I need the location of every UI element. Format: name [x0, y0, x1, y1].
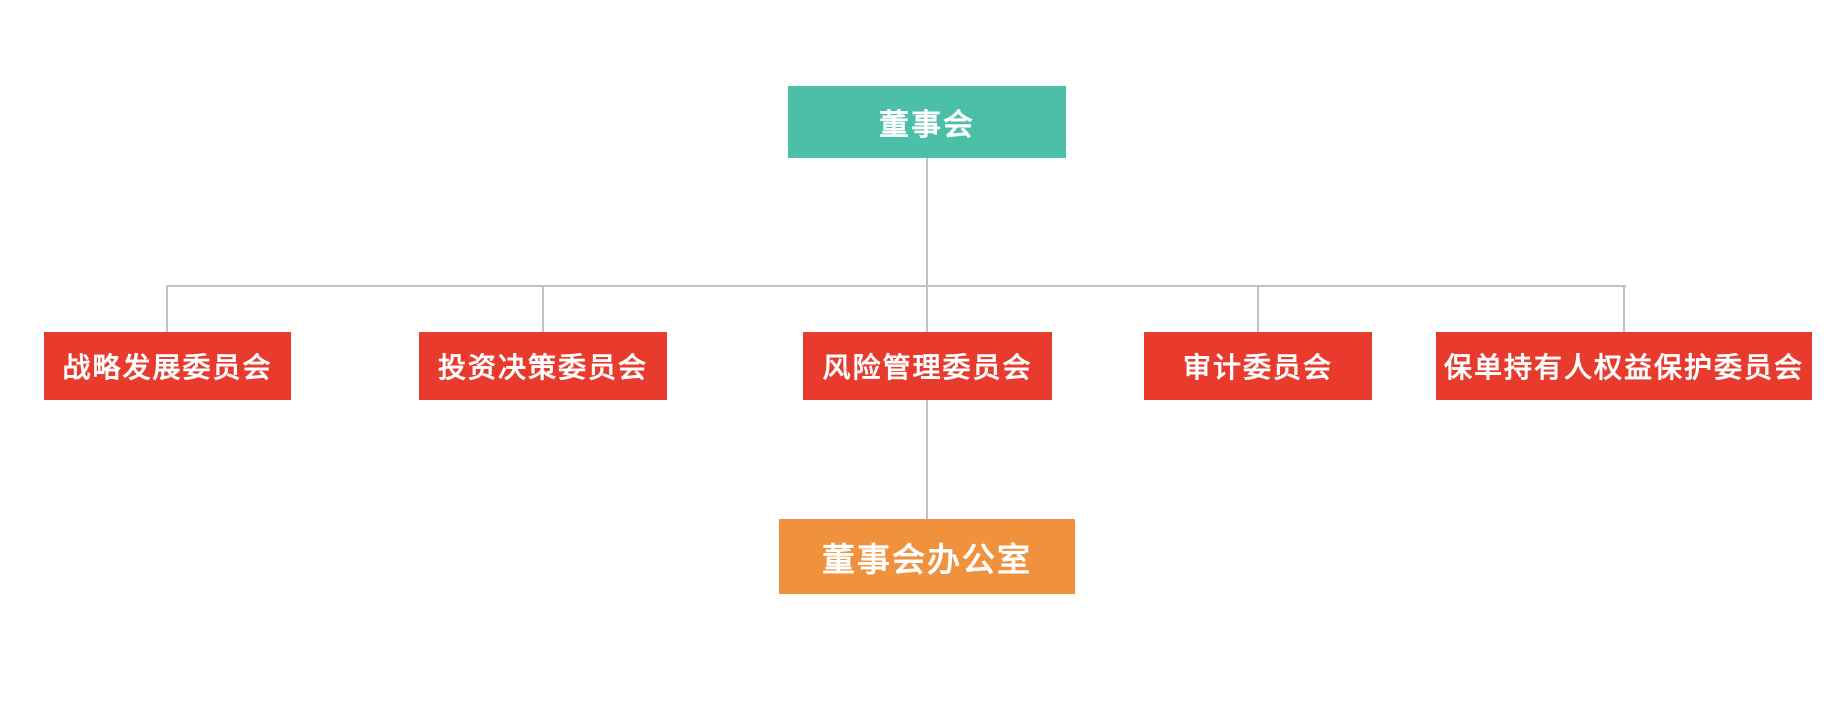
- org-node-strategy-committee-label: 战略发展委员会: [62, 351, 273, 384]
- connector-drop-policyholder: [1623, 287, 1625, 332]
- org-node-board-office[interactable]: 董事会办公室: [779, 519, 1075, 594]
- org-node-strategy-committee[interactable]: 战略发展委员会: [44, 332, 291, 400]
- connector-root-drop: [926, 158, 928, 287]
- connector-bus: [166, 285, 1626, 287]
- connector-drop-strategy: [166, 287, 168, 332]
- connector-office-drop: [926, 400, 928, 519]
- org-node-investment-committee[interactable]: 投资决策委员会: [419, 332, 667, 400]
- connector-drop-risk: [926, 287, 928, 332]
- org-node-risk-committee[interactable]: 风险管理委员会: [803, 332, 1052, 400]
- org-node-audit-committee[interactable]: 审计委员会: [1144, 332, 1372, 400]
- org-node-audit-committee-label: 审计委员会: [1182, 351, 1333, 384]
- org-node-policyholder-committee[interactable]: 保单持有人权益保护委员会: [1436, 332, 1812, 400]
- org-node-board-label: 董事会: [879, 108, 975, 143]
- org-node-investment-committee-label: 投资决策委员会: [437, 351, 648, 384]
- connector-drop-investment: [542, 287, 544, 332]
- org-node-policyholder-committee-label: 保单持有人权益保护委员会: [1443, 351, 1804, 384]
- org-node-risk-committee-label: 风险管理委员会: [822, 351, 1033, 384]
- org-node-board[interactable]: 董事会: [788, 86, 1066, 158]
- org-node-board-office-label: 董事会办公室: [822, 539, 1032, 579]
- connector-drop-audit: [1257, 287, 1259, 332]
